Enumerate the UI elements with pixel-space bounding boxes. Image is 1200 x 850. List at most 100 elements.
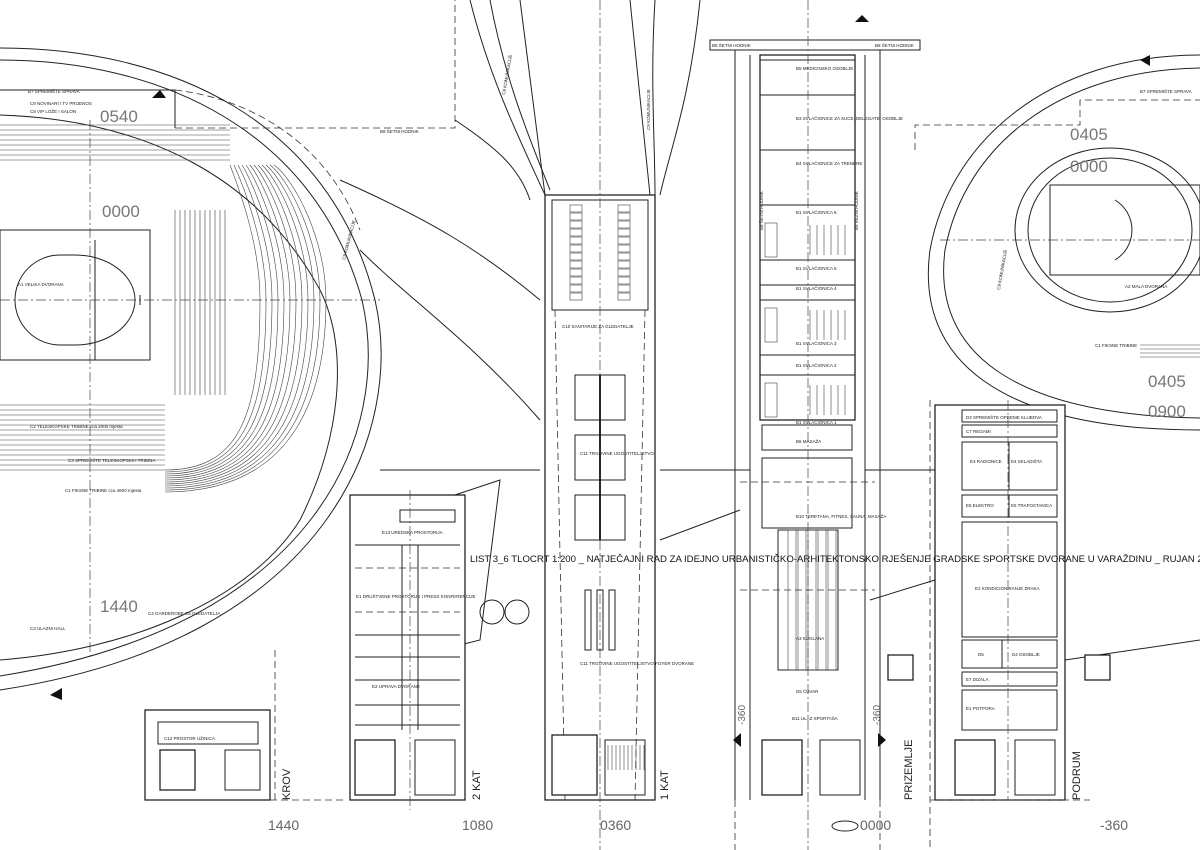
block-outline: [934, 404, 1066, 801]
room: [961, 424, 1058, 438]
wc-stall: [569, 212, 583, 221]
north-arrow-icon: [50, 688, 62, 700]
wc-stall: [569, 236, 583, 245]
wc-stall: [617, 252, 631, 261]
room-label: D5 ČUVAR: [796, 688, 819, 694]
room-label: C12 PROSTOR UŽINICA: [164, 734, 215, 741]
dashed-line: [270, 650, 345, 801]
dashed-line: [929, 400, 1090, 850]
room-label: B8 ŠETNI HODNIK: [875, 42, 914, 48]
room-label: C11 TRGOVINE UGOSTITELJSTVO FOYER DVORAN…: [580, 661, 694, 666]
room-label: E2 UPRAVA DVORANE: [372, 684, 420, 689]
room-label: E6 ELEKTRO: [966, 503, 994, 508]
tribune-edge: [0, 114, 338, 661]
room-gym: [761, 457, 853, 529]
fan-row: [164, 164, 267, 473]
room-label: C1 FIKSNE TRIBINE: [1095, 343, 1137, 348]
room-label: C1 FIKSNE TRIBINE cca 4600 mjesta: [65, 488, 142, 493]
shower: [764, 382, 778, 418]
room-label: C9 KOMUNIKACIJE: [501, 54, 513, 95]
room: [1001, 639, 1058, 669]
level-height: 0000: [860, 817, 891, 833]
wc-stall: [617, 284, 631, 293]
shower: [764, 222, 778, 258]
wc-stall: [569, 244, 583, 253]
room-label: B7 SPREMIŠTE SPRAVA: [28, 88, 80, 94]
hall-outer-edge-inner: [0, 59, 369, 677]
level-name: 1 KAT: [659, 770, 671, 800]
room-label: B4 SVLAČIONICE ZA TRENERE: [796, 160, 862, 166]
room-label: A3 KUGLANA: [796, 636, 824, 641]
wc-stall: [569, 284, 583, 293]
ramp-edge: [339, 119, 541, 301]
elevation-label: 0405: [1148, 372, 1186, 391]
changing-zone: [759, 54, 856, 421]
entrance-arrow-icon: [733, 733, 741, 747]
round-stair-icon: [504, 599, 530, 625]
room-label: A1 VELIKA DVORANA: [18, 282, 64, 287]
block-prizemlje: [709, 0, 921, 850]
wc-stall: [617, 228, 631, 237]
room-label: C9 KOMUNIKACIJE: [996, 249, 1008, 290]
side-mark: -360: [737, 705, 748, 725]
tribune-ring: [1027, 157, 1193, 303]
large-hall: [0, 0, 456, 700]
wc-stall: [569, 260, 583, 269]
wc-stall: [569, 220, 583, 229]
level-height: -360: [1100, 817, 1128, 833]
wc-stall: [569, 228, 583, 237]
elevation-label: 0900: [1148, 402, 1186, 421]
fan-row: [164, 164, 261, 471]
room-label: B1 SVLAČIONICA 5: [796, 265, 837, 271]
room-label: C11 TRGOVINE UGOSTITELJSTVO: [580, 451, 654, 456]
level-height: 1440: [268, 817, 299, 833]
room-label: B9 VEZNI HODNIK: [854, 191, 859, 230]
room-label: A2 MALA DVORANA: [1125, 284, 1167, 289]
elevation-label: 1440: [100, 597, 138, 616]
elevation-label: 0540: [100, 107, 138, 126]
elevator-core: [354, 739, 396, 796]
room-label: C3 ULAZNI HALL: [30, 626, 66, 631]
tribune-fan: [164, 164, 327, 493]
fan-row: [164, 164, 309, 487]
stairs: [224, 749, 261, 791]
side-mark: -360: [872, 705, 883, 725]
room-label: E2 KONDICIONIRANJE ZRAKA: [975, 586, 1040, 591]
room-label: B5 MEDICINSKO OSOBLJE: [796, 66, 853, 71]
stair-treads: [607, 745, 645, 770]
wc-stall: [569, 276, 583, 285]
room-label: C9 KOMUNIKACIJE: [646, 89, 651, 130]
room-label: B1 SVLAČIONICA 4: [796, 285, 837, 291]
stairs: [604, 739, 646, 796]
counter: [608, 589, 616, 651]
room-label: B1 SVLAČIONICA 2: [796, 362, 837, 368]
fan-row: [164, 164, 321, 491]
court-large: [0, 229, 151, 361]
level-height: 0360: [600, 817, 631, 833]
fan-row: [164, 164, 279, 477]
wc-stalls: [569, 204, 631, 301]
fan-row: [164, 164, 291, 481]
block-podrum: [929, 400, 1111, 850]
room-label: B1 SVLAČIONICA 6: [796, 209, 837, 215]
level-name: PODRUM: [1071, 751, 1083, 800]
corridor: [401, 545, 419, 730]
entrance-arrow-icon: [878, 733, 886, 747]
elevator-core: [159, 749, 196, 791]
wc-stall: [617, 236, 631, 245]
meeting-table: [399, 509, 456, 523]
tribune-ring: [1014, 147, 1200, 313]
room-label: D4 OSOBLJE: [1012, 652, 1040, 657]
ramp-edge: [652, 0, 656, 196]
fan-row: [164, 164, 273, 475]
dashed-line: [734, 800, 881, 850]
section-marker-icon: [855, 15, 869, 22]
elevator: [887, 654, 914, 681]
room: [961, 689, 1058, 731]
room-label: C7 REGAMI: [966, 429, 991, 434]
elevator-core: [954, 739, 996, 796]
hall-outer-edge: [0, 47, 382, 691]
corridor-top: [709, 39, 921, 51]
bowling-lane: [787, 529, 797, 671]
